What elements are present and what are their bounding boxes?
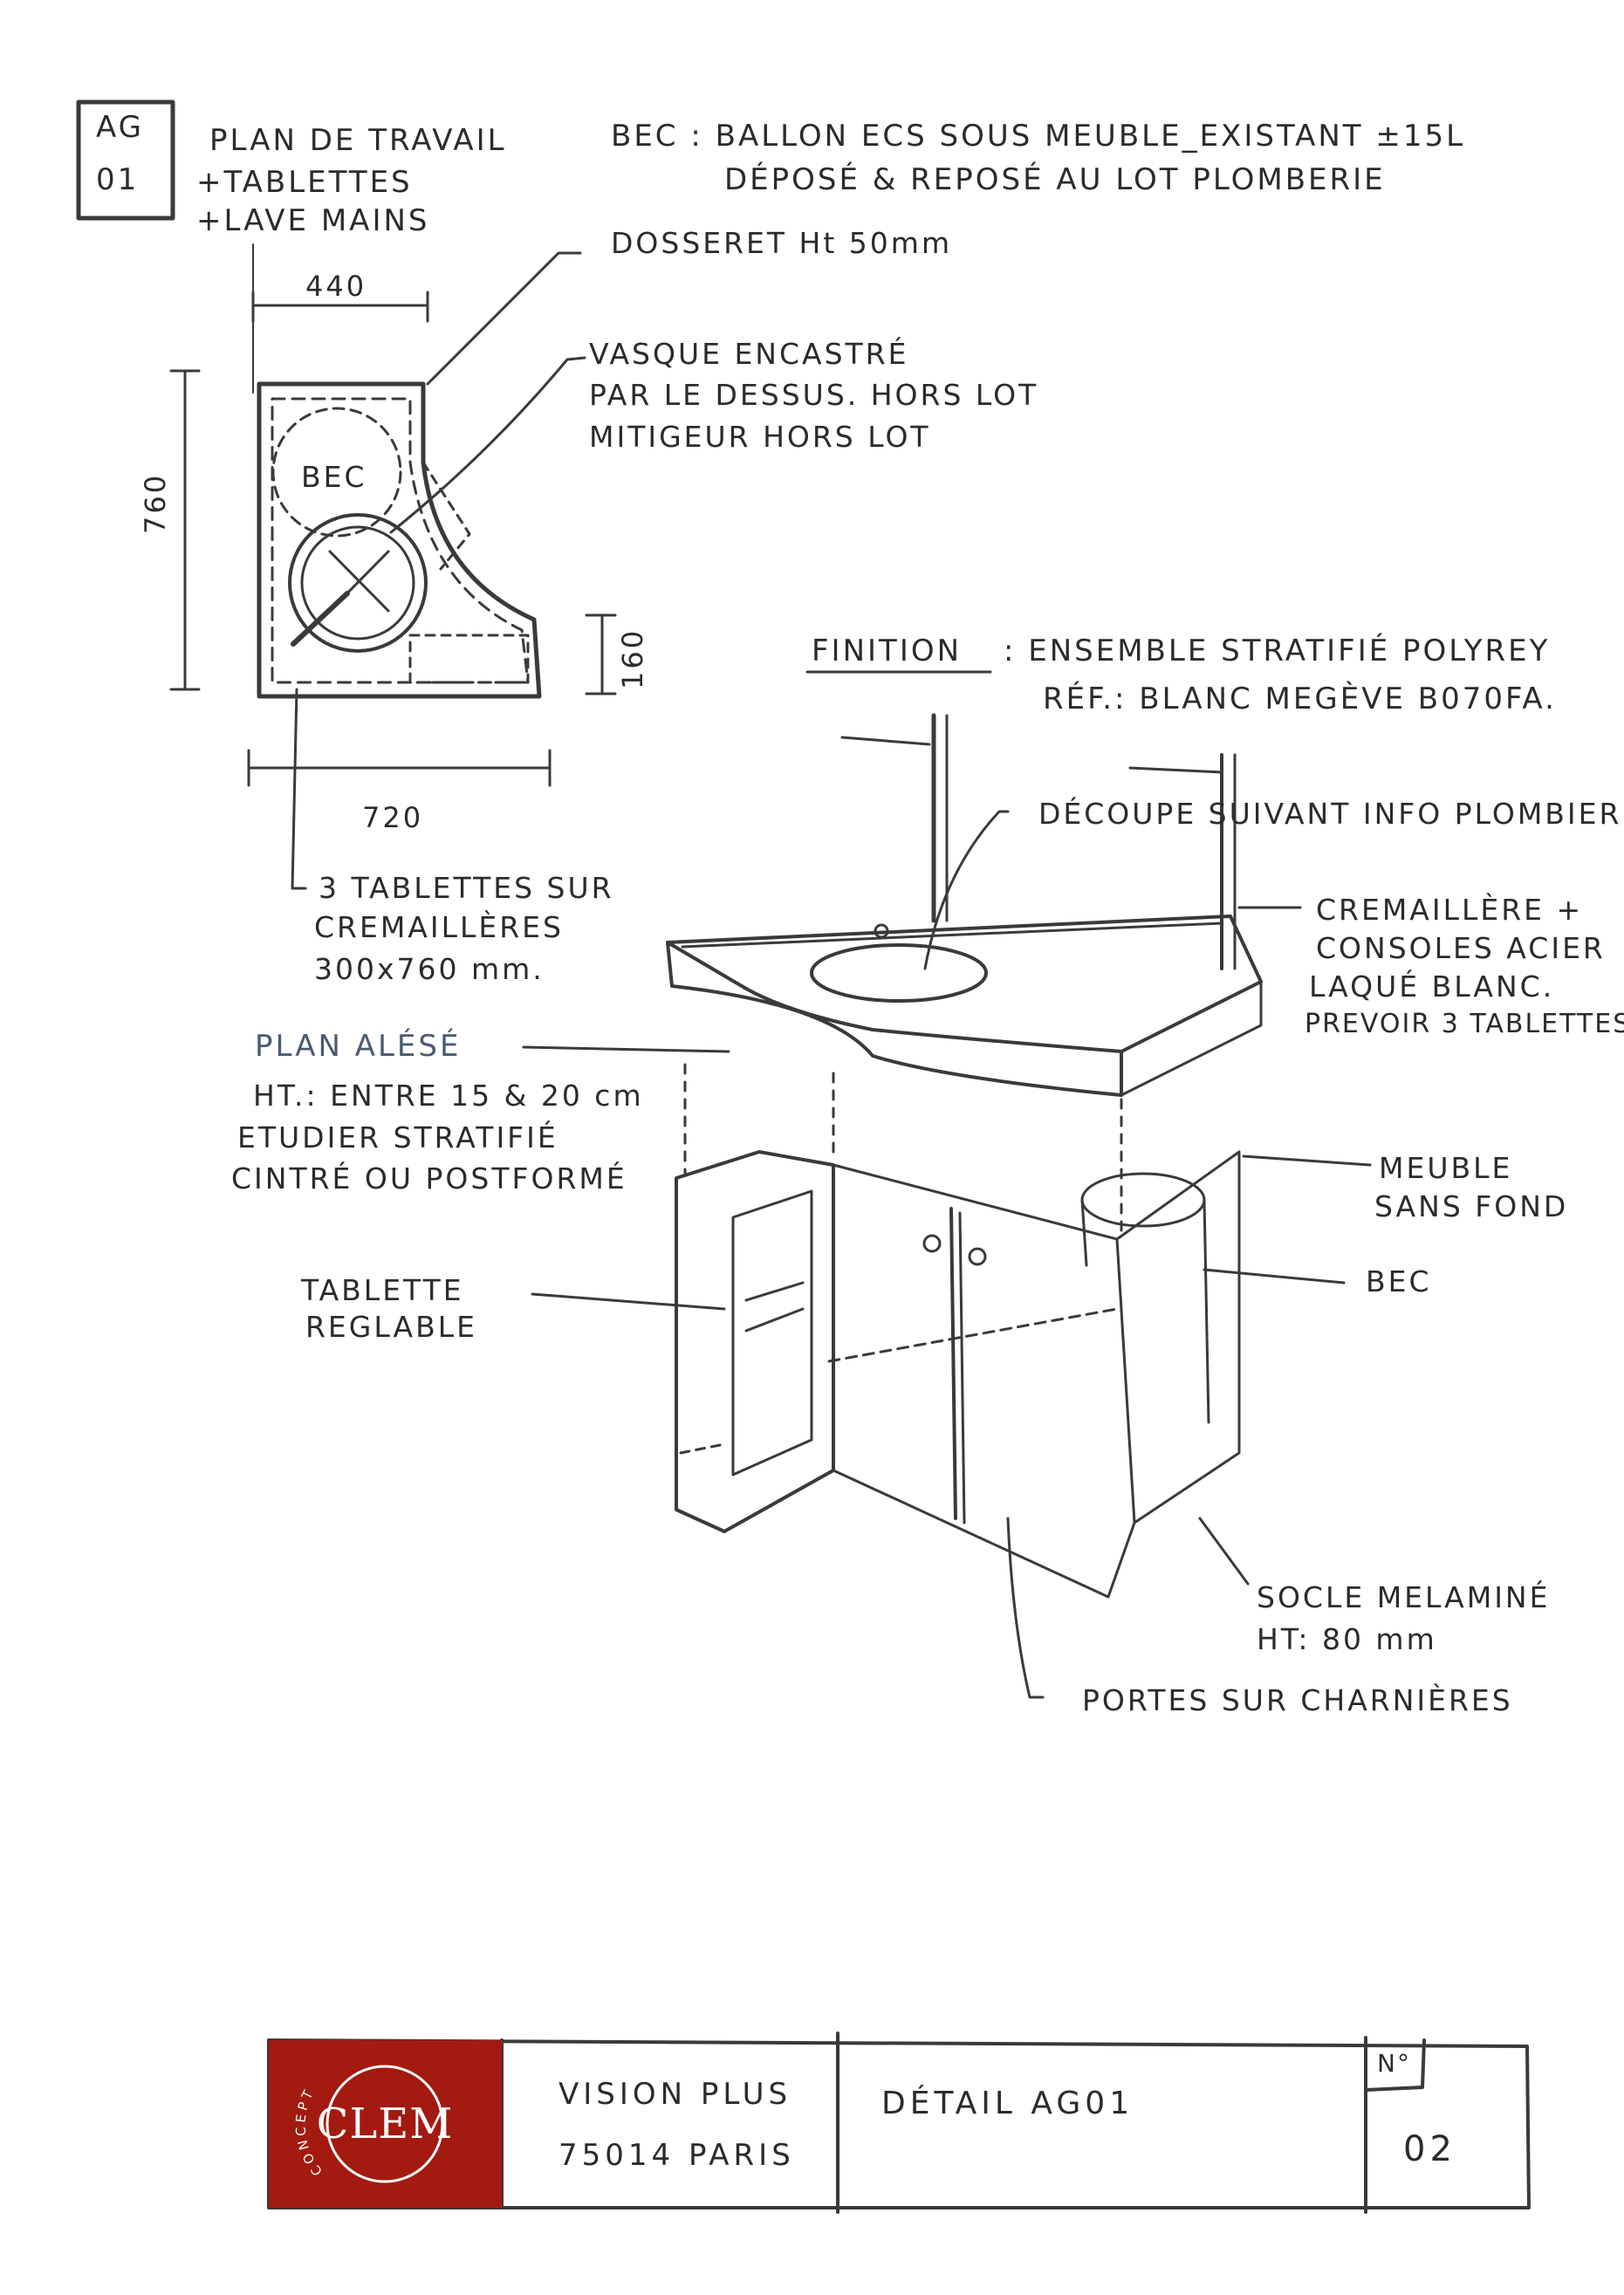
meuble-line1: MEUBLE bbox=[1379, 1151, 1513, 1185]
cremaillere-line2: CONSOLES ACIER bbox=[1316, 931, 1606, 965]
bec-perspective-label: BEC bbox=[1366, 1264, 1432, 1298]
tablette-line1: TABLETTE bbox=[301, 1273, 464, 1307]
number-value: 02 bbox=[1403, 2129, 1456, 2169]
dim-440: 440 bbox=[305, 270, 367, 303]
plan-alese-line1: HT.: ENTRE 15 & 20 cm bbox=[253, 1079, 644, 1113]
project-line1: VISION PLUS bbox=[558, 2077, 792, 2112]
bec-plan-label: BEC bbox=[301, 460, 367, 494]
finition-label: FINITION bbox=[812, 634, 963, 668]
title-line2: +TABLETTES bbox=[196, 165, 413, 200]
meuble-line2: SANS FOND bbox=[1374, 1189, 1569, 1223]
sheet-id-line2: 01 bbox=[96, 162, 140, 197]
vasque-line2: PAR LE DESSUS. HORS LOT bbox=[589, 378, 1039, 412]
dim-160: 160 bbox=[616, 627, 649, 689]
logo-graphic: CONCEPT CLEM bbox=[269, 2040, 502, 2208]
dosseret-note: DOSSERET Ht 50mm bbox=[611, 226, 953, 260]
perspective-view bbox=[522, 713, 1372, 1699]
portes-note: PORTES SUR CHARNIÈRES bbox=[1082, 1683, 1513, 1717]
bec-note-line1: BEC : BALLON ECS SOUS MEUBLE_EXISTANT ±1… bbox=[611, 119, 1466, 154]
cremaillere-line4: PREVOIR 3 TABLETTES bbox=[1305, 1009, 1624, 1039]
decoupe-note: DÉCOUPE SUIVANT INFO PLOMBIER bbox=[1038, 797, 1622, 831]
tablettes-line2: CREMAILLÈRES bbox=[314, 910, 564, 944]
title-line1: PLAN DE TRAVAIL bbox=[209, 123, 507, 158]
socle-line2: HT: 80 mm bbox=[1257, 1622, 1437, 1656]
sheet-id-line1: AG bbox=[96, 110, 145, 145]
tablettes-line1: 3 TABLETTES SUR bbox=[319, 871, 614, 905]
finition-line2: RÉF.: BLANC MEGÈVE B070FA. bbox=[1043, 682, 1557, 716]
tablettes-line3: 300x760 mm. bbox=[314, 952, 545, 986]
logo-monogram: CLEM bbox=[317, 2100, 454, 2148]
cremaillere-line3: LAQUÉ BLANC. bbox=[1309, 969, 1555, 1004]
finition-line1: : ENSEMBLE STRATIFIÉ POLYREY bbox=[1004, 634, 1551, 668]
plan-alese-line2: ETUDIER STRATIFIÉ bbox=[237, 1120, 558, 1154]
cremaillere-line1: CREMAILLÈRE + bbox=[1316, 893, 1584, 927]
plan-view bbox=[169, 243, 617, 890]
vasque-line1: VASQUE ENCASTRÉ bbox=[589, 337, 909, 371]
title-line3: +LAVE MAINS bbox=[196, 203, 430, 238]
plan-alese-line3: CINTRÉ OU POSTFORMÉ bbox=[231, 1161, 627, 1195]
bec-note-line2: DÉPOSÉ & REPOSÉ AU LOT PLOMBERIE bbox=[724, 162, 1386, 197]
project-line2: 75014 PARIS bbox=[558, 2138, 795, 2173]
tablette-line2: REGLABLE bbox=[305, 1310, 477, 1344]
company-logo: CONCEPT CLEM bbox=[269, 2040, 502, 2208]
socle-line1: SOCLE MELAMINÉ bbox=[1257, 1580, 1551, 1614]
number-label: N° bbox=[1377, 2049, 1411, 2078]
detail-title: DÉTAIL AG01 bbox=[881, 2086, 1134, 2121]
vasque-line3: MITIGEUR HORS LOT bbox=[589, 420, 931, 454]
dim-760: 760 bbox=[139, 472, 172, 534]
dim-720: 720 bbox=[362, 801, 424, 834]
sheet-id-box bbox=[76, 99, 175, 221]
plan-alese-title: PLAN ALÉSÉ bbox=[255, 1029, 462, 1064]
